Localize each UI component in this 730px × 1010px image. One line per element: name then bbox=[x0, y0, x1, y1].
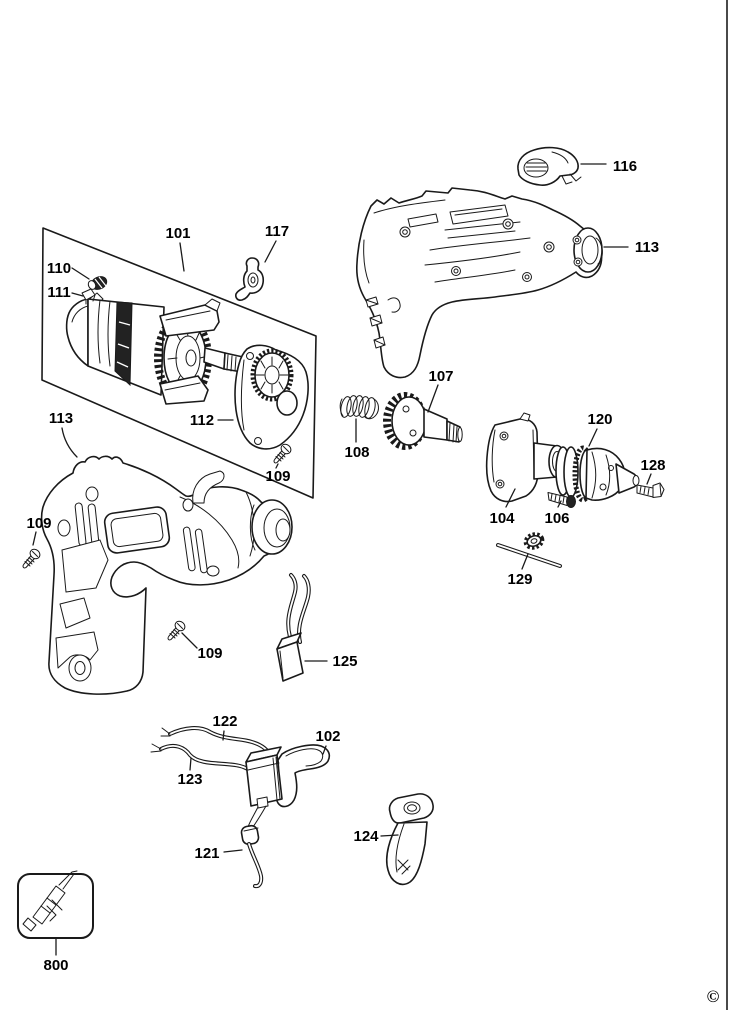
callout-102: 102 bbox=[315, 728, 340, 745]
callout-122: 122 bbox=[212, 713, 237, 730]
part-121-cord: 121 bbox=[194, 824, 264, 889]
callout-800: 800 bbox=[43, 957, 68, 974]
part-116-clip-cap: 116 bbox=[517, 146, 637, 186]
callout-101: 101 bbox=[165, 225, 190, 242]
part-120-chuck: 120 bbox=[555, 411, 640, 503]
callout-111: 111 bbox=[47, 284, 70, 301]
part-129-chuck-key: 129 bbox=[496, 532, 562, 588]
part-113-drill-body: 113 bbox=[40, 410, 293, 695]
part-109-screw-top: 109 bbox=[265, 441, 294, 485]
part-123-wire: 123 bbox=[150, 743, 256, 788]
callout-108: 108 bbox=[344, 444, 369, 461]
callout-116: 116 bbox=[613, 158, 637, 175]
callout-128: 128 bbox=[640, 457, 665, 474]
part-101-motor-assembly-box: 101 bbox=[41, 225, 317, 499]
callout-120: 120 bbox=[587, 411, 612, 428]
part-111-carbon-brush: 111 bbox=[47, 284, 96, 305]
callout-110: 110 bbox=[47, 260, 71, 277]
callout-125: 125 bbox=[332, 653, 357, 670]
callout-129: 129 bbox=[507, 571, 532, 588]
callout-121: 121 bbox=[194, 845, 219, 862]
part-112-gear-cover: 112 bbox=[190, 344, 309, 450]
callout-113-upper: 113 bbox=[635, 239, 659, 256]
callout-112: 112 bbox=[190, 412, 214, 429]
callout-109-top: 109 bbox=[265, 468, 290, 485]
part-107-gear-spindle: 107 bbox=[383, 368, 463, 450]
part-124-handle: 124 bbox=[353, 793, 434, 886]
callout-124: 124 bbox=[353, 828, 379, 845]
callout-104: 104 bbox=[489, 510, 515, 527]
part-108-spring: 108 bbox=[339, 395, 379, 461]
part-106-screw: 106 bbox=[544, 492, 576, 527]
copyright-symbol: © bbox=[707, 987, 720, 1006]
part-125-capacitor: 125 bbox=[276, 573, 358, 682]
part-128-screw: 128 bbox=[636, 457, 666, 498]
part-113-housing-half-inner: 113 bbox=[356, 187, 659, 379]
callout-106: 106 bbox=[544, 510, 569, 527]
part-122-wire: 122 bbox=[160, 713, 272, 758]
callout-123: 123 bbox=[177, 771, 202, 788]
motor-armature-drawing bbox=[65, 292, 247, 405]
part-102-switch: 102 bbox=[245, 728, 341, 828]
callout-107: 107 bbox=[428, 368, 453, 385]
part-109-screw-left: 109 bbox=[22, 515, 52, 569]
callout-117: 117 bbox=[265, 223, 289, 240]
callout-109-middle: 109 bbox=[197, 645, 222, 662]
part-110-brush-cap: 110 bbox=[47, 260, 108, 290]
part-117-lever-bracket: 117 bbox=[235, 223, 289, 301]
callout-113-left: 113 bbox=[49, 410, 73, 427]
callout-109-left: 109 bbox=[26, 515, 51, 532]
part-109-screw-middle: 109 bbox=[167, 618, 223, 662]
part-800-lubricant-box: 800 bbox=[17, 870, 94, 974]
